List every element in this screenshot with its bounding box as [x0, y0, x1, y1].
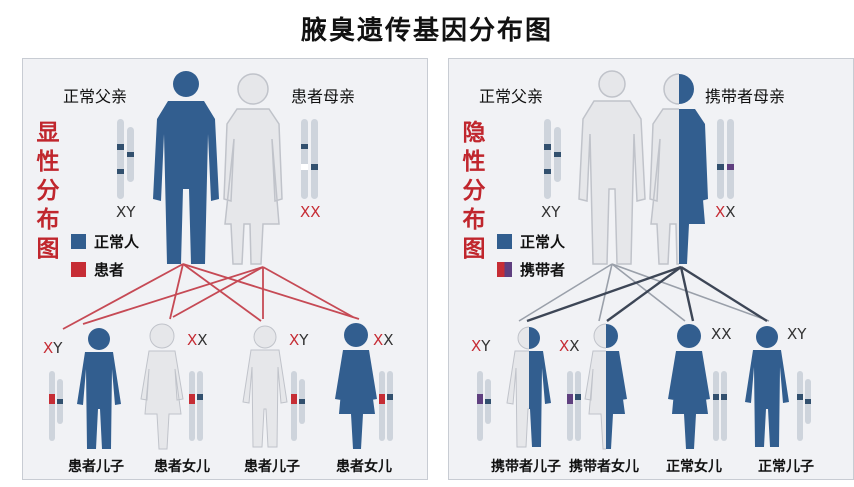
child-1-label: 携带者儿子 [491, 459, 561, 475]
allele: Y [53, 339, 63, 357]
allele: X [787, 325, 798, 343]
allele: Y [299, 331, 309, 349]
child-3-genotype: XY [289, 331, 308, 349]
allele: X [569, 337, 580, 355]
child-3-label: 正常女儿 [666, 459, 722, 475]
allele: X [289, 331, 300, 349]
father-label: 正常父亲 [479, 87, 544, 106]
child-3-label: 患者儿子 [244, 459, 300, 475]
legend-item-normal: 正常人 [71, 231, 139, 252]
dominant-diagram-graphics [49, 71, 393, 450]
recessive-panel: 正常父亲 携带者母亲 隐性分布图 XY XX 正常人 携带者 XY XX XX … [448, 58, 854, 480]
legend-swatch [497, 234, 512, 249]
child-2-genotype: XX [559, 337, 580, 355]
child-1-genotype: XY [43, 339, 62, 357]
child-4-label: 患者女儿 [336, 459, 392, 475]
mother-figure [649, 73, 708, 265]
allele: Y [481, 337, 491, 355]
recessive-diagram-graphics [477, 70, 811, 450]
father-genotype: XY [541, 203, 561, 221]
chromosome-father [544, 119, 561, 199]
allele: X [721, 325, 732, 343]
child-1-figure [477, 326, 551, 448]
allele: X [559, 337, 570, 355]
child-4-label: 正常儿子 [758, 459, 814, 475]
legend-label: 正常人 [520, 233, 566, 251]
legend-label: 患者 [94, 261, 125, 279]
chromosome-father [117, 119, 134, 199]
mother-figure [223, 73, 283, 265]
legend-swatch [497, 262, 512, 277]
allele: X [187, 331, 198, 349]
child-3-figure [242, 325, 305, 448]
inheritance-lines [62, 263, 360, 330]
child-1-figure [49, 328, 121, 449]
child-4-figure [745, 326, 811, 447]
legend-item-normal: 正常人 [497, 231, 565, 252]
child-2-label: 患者女儿 [154, 459, 210, 475]
page-title: 腋臭遗传基因分布图 [300, 16, 553, 46]
mother-label: 患者母亲 [291, 87, 356, 106]
child-2-genotype: XX [187, 331, 208, 349]
father-figure [153, 71, 219, 264]
child-3-figure [668, 324, 727, 449]
legend-item-carrier: 携带者 [497, 259, 565, 280]
inheritance-lines [518, 263, 770, 323]
father-genotype: XY [116, 203, 136, 221]
allele: X [197, 331, 208, 349]
child-4-figure [335, 323, 393, 449]
mother-genotype: XX [715, 203, 736, 221]
allele: X [43, 339, 54, 357]
mother-genotype: XX [300, 203, 321, 221]
child-2-figure [140, 323, 203, 450]
child-2-figure [567, 323, 627, 450]
allele: X [725, 203, 736, 221]
child-1-label: 患者儿子 [68, 459, 124, 475]
child-4-genotype: XY [787, 325, 806, 343]
child-1-genotype: XY [471, 337, 490, 355]
allele: X [715, 203, 726, 221]
allele: X [711, 325, 722, 343]
dominant-vertical-label: 显性分布图 [36, 120, 60, 262]
legend-label: 携带者 [520, 261, 566, 279]
father-figure [578, 70, 646, 265]
recessive-vertical-label: 隐性分布图 [462, 120, 486, 262]
child-2-label: 携带者女儿 [569, 459, 639, 475]
allele: X [471, 337, 482, 355]
legend-swatch [71, 234, 86, 249]
legend-label: 正常人 [94, 233, 140, 251]
mother-label: 携带者母亲 [705, 87, 786, 106]
allele: Y [797, 325, 807, 343]
child-3-genotype: XX [711, 325, 732, 343]
chromosome-mother [301, 119, 318, 199]
child-4-genotype: XX [373, 331, 394, 349]
allele: X [383, 331, 394, 349]
allele: X [373, 331, 384, 349]
dominant-panel: 正常父亲 患者母亲 显性分布图 XY XX 正常人 患者 XY XX XY XX… [22, 58, 428, 480]
legend-swatch [71, 262, 86, 277]
chromosome-mother [717, 119, 734, 199]
father-label: 正常父亲 [63, 87, 128, 106]
legend-item-patient: 患者 [71, 259, 124, 280]
